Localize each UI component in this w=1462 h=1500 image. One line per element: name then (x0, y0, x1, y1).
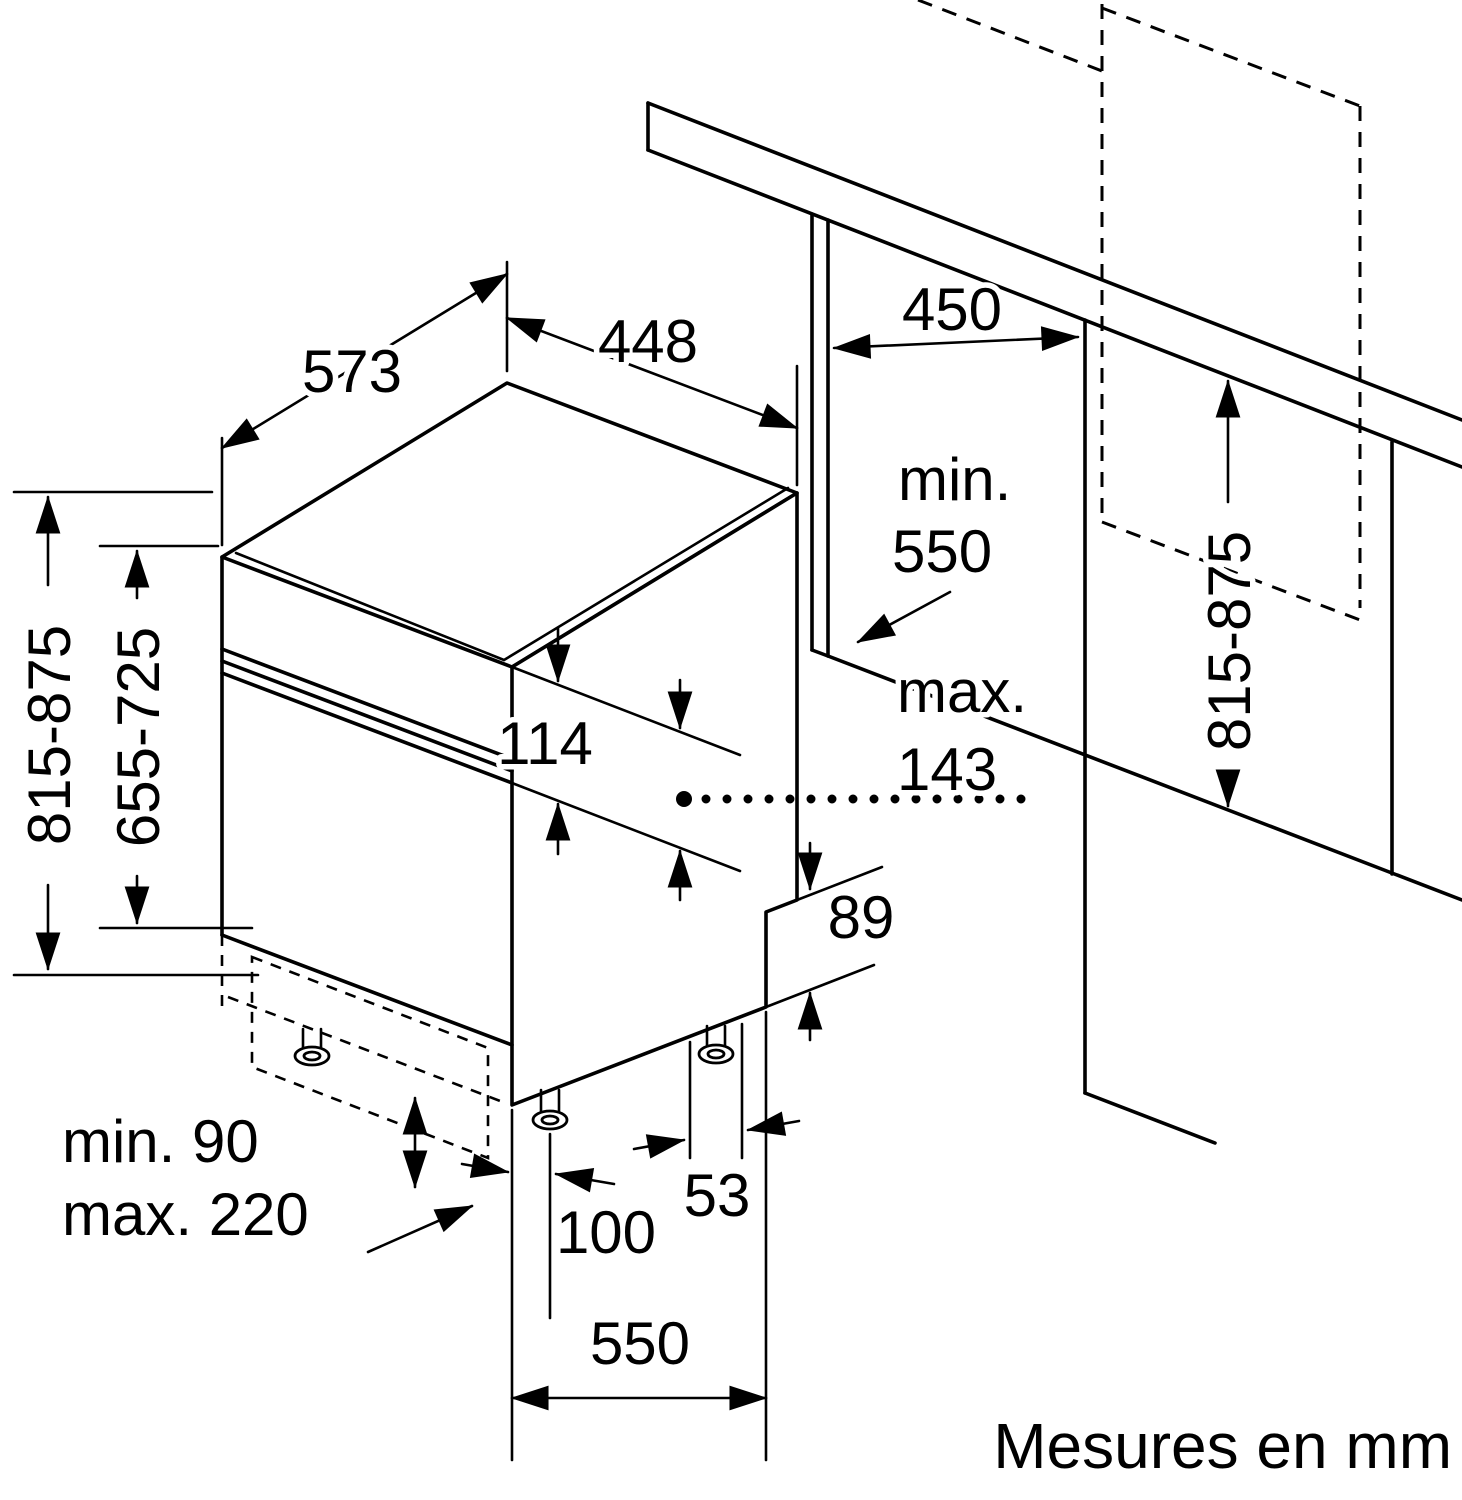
counter-and-niche (646, 101, 1462, 1145)
dishwasher-right-face (510, 491, 799, 1107)
label-plinth-min: min. 90 (62, 1108, 259, 1175)
label-control-panel-height: 114 (497, 710, 593, 777)
dimension-control-panel-114: 114 (492, 626, 742, 873)
niche-side-panel-bottom (810, 648, 830, 658)
dimension-rear-foot-53: 53 (632, 1022, 801, 1235)
counter-front-edge (646, 148, 1462, 469)
reference-line-lower (510, 781, 742, 873)
base-front-hidden-edge (227, 995, 509, 1106)
label-door-offset-value: 143 (897, 736, 997, 803)
dimension-top-width-448: 448 (505, 303, 799, 487)
cabinet-bottom-edge (1083, 1091, 1217, 1145)
counter-top-edge (646, 101, 1462, 422)
label-appliance-depth: 550 (590, 1310, 690, 1377)
dimension-door-offset-143: max. 143 (667, 653, 1040, 902)
label-front-foot-offset: 100 (556, 1199, 656, 1266)
plinth-recess-outline (250, 955, 490, 1160)
dimension-appliance-height-left: 815-875 (11, 490, 260, 977)
control-band-line-3 (220, 671, 514, 785)
dimension-front-foot-100: 100 (460, 1132, 662, 1320)
label-top-width: 448 (598, 308, 698, 375)
leader-arrow (856, 590, 952, 644)
dashed-cabinet-outline (917, 0, 1362, 622)
dim-line (505, 316, 799, 430)
label-niche-width: 450 (902, 276, 1002, 343)
dim-line (832, 326, 1080, 359)
niche-floor-edge (826, 654, 1462, 902)
units-note: Mesures en mm (993, 1410, 1452, 1482)
dimension-niche-width-450: 450 (832, 271, 1080, 359)
dimension-door-panel-height: 655-725 (98, 544, 254, 930)
label-niche-depth-min: min. (898, 446, 1011, 513)
control-band-line-1 (220, 647, 514, 761)
label-door-offset-max: max. (897, 658, 1027, 725)
reference-dot (676, 791, 692, 807)
dimension-rear-recess-89: 89 (764, 841, 900, 1042)
label-niche-height: 815-875 (1196, 531, 1263, 751)
foot-left (293, 1027, 331, 1067)
dim-line (220, 272, 509, 450)
leader-arrow (366, 1204, 474, 1254)
label-appliance-height: 815-875 (16, 625, 83, 845)
dimension-niche-depth-550: min. 550 (856, 441, 1017, 644)
label-rear-recess-height: 89 (828, 884, 895, 951)
dimension-top-depth-573: 573 (220, 260, 509, 547)
label-plinth-max: max. 220 (62, 1181, 309, 1248)
foot-front (531, 1088, 569, 1131)
label-rear-foot-offset: 53 (684, 1162, 751, 1229)
dimension-plinth-range: min. 90 max. 220 (57, 1096, 474, 1254)
control-band-line-2 (220, 659, 514, 773)
dimension-appliance-depth-550: 550 (510, 1010, 768, 1462)
label-top-depth: 573 (302, 338, 402, 405)
dimension-niche-height-right: 815-875 (1191, 379, 1269, 808)
door-bottom-edge (220, 933, 514, 1047)
foot-rear (697, 1024, 735, 1065)
label-door-panel-height: 655-725 (105, 627, 172, 847)
top-face-inner-rim (234, 486, 790, 662)
label-niche-depth-value: 550 (892, 518, 992, 585)
